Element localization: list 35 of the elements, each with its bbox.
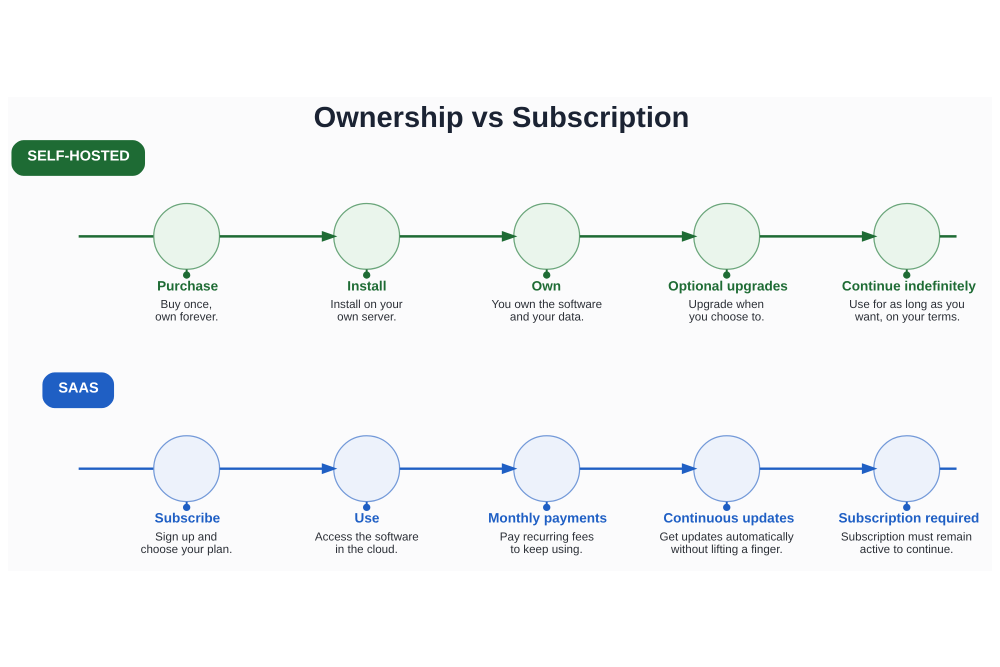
node-circle <box>873 202 940 270</box>
node-circle <box>153 202 220 270</box>
node-text: Use Access the software in the cloud. <box>314 510 419 556</box>
connector <box>78 234 154 238</box>
diagram-title: Ownership vs Subscription <box>314 102 690 134</box>
arrow <box>220 230 338 242</box>
arrow <box>220 462 338 474</box>
node-circle <box>333 202 400 270</box>
node-text: Continue indefinitely Use for as long as you want, on your terms. <box>842 278 976 324</box>
node-text: Continuous updates Get updates automatically without lifting a finger. <box>659 510 794 556</box>
node-text: Subscription required Subscription must remain active to continue. <box>838 510 980 556</box>
node-text: Monthly payments Pay recurring fees to keep using. <box>488 510 608 556</box>
node-box: SELF-HOSTED <box>11 140 146 176</box>
node-circle <box>513 202 580 270</box>
node-circle <box>693 434 760 502</box>
node-circle <box>333 434 400 502</box>
arrow <box>400 462 518 474</box>
node-text: Optional upgrades Upgrade when you choose to. <box>668 278 788 324</box>
node-text: Own You own the software and your data. <box>492 278 602 324</box>
node-text: Install Install on your own server. <box>330 278 403 324</box>
arrow <box>760 230 878 242</box>
arrow <box>580 462 698 474</box>
connector <box>940 466 957 470</box>
node-text: Purchase Buy once, own forever. <box>155 278 218 324</box>
arrow <box>760 462 878 474</box>
connector <box>940 234 957 238</box>
node-circle <box>153 434 220 502</box>
node-circle <box>693 202 760 270</box>
node-circle <box>513 434 580 502</box>
node-circle <box>873 434 940 502</box>
arrow <box>400 230 518 242</box>
node-text: Subscribe Sign up and choose your plan. <box>140 510 232 556</box>
node-box: SAAS <box>42 372 114 408</box>
connector <box>78 466 154 470</box>
arrow <box>580 230 698 242</box>
